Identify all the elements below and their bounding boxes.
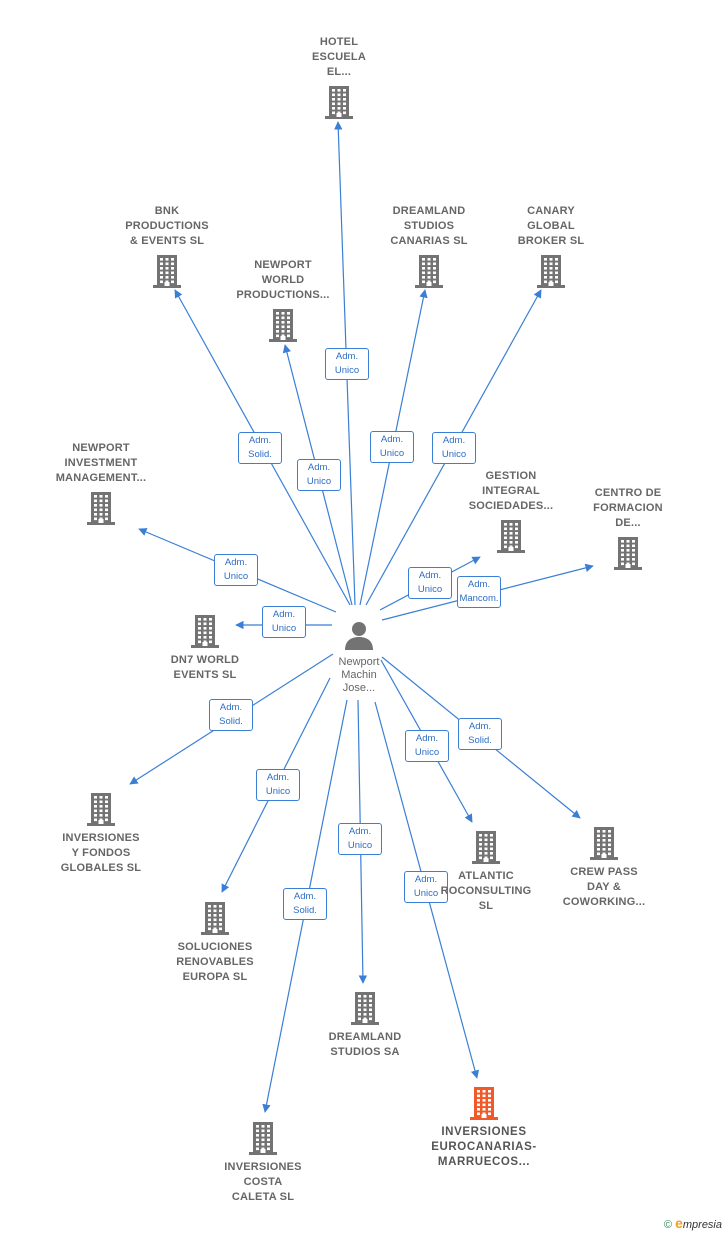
- role-badge-newport-investment[interactable]: Adm.Unico: [214, 554, 258, 586]
- building-icon: [249, 1122, 277, 1155]
- building-icon: [470, 1087, 498, 1120]
- company-node-atlantic-roconsulting[interactable]: [470, 829, 502, 865]
- role-badge-newport-world[interactable]: Adm.Unico: [297, 459, 341, 491]
- building-icon: [87, 793, 115, 826]
- company-node-dreamland-studios-canarias[interactable]: [413, 253, 445, 289]
- brand-logo-initial: e: [675, 1215, 683, 1231]
- building-icon: [472, 831, 500, 864]
- person-name[interactable]: Newport Machin Jose...: [338, 656, 380, 694]
- role-badge-inversiones-costa-caleta[interactable]: Adm.Solid.: [283, 888, 327, 920]
- building-icon: [351, 992, 379, 1025]
- building-icon: [415, 255, 443, 288]
- company-node-inversiones-eurocanarias[interactable]: [468, 1085, 500, 1121]
- role-badge-atlantic-roconsulting[interactable]: Adm.Unico: [405, 730, 449, 762]
- company-node-newport-world[interactable]: [267, 307, 299, 343]
- person-icon: [345, 622, 373, 650]
- building-icon: [590, 827, 618, 860]
- building-icon: [269, 309, 297, 342]
- building-icon: [191, 615, 219, 648]
- role-badge-inversiones-fondos[interactable]: Adm.Solid.: [209, 699, 253, 731]
- building-icon: [614, 537, 642, 570]
- building-icon: [497, 520, 525, 553]
- company-node-crew-pass[interactable]: [588, 825, 620, 861]
- company-node-bnk-productions[interactable]: [151, 253, 183, 289]
- copyright-symbol: ©: [663, 1219, 673, 1231]
- role-badge-inversiones-eurocanarias[interactable]: Adm.Unico: [404, 871, 448, 903]
- role-badge-centro-formacion[interactable]: Adm.Mancom.: [457, 576, 501, 608]
- building-icon: [87, 492, 115, 525]
- company-node-gestion-integral[interactable]: [495, 518, 527, 554]
- company-node-canary-global[interactable]: [535, 253, 567, 289]
- role-badge-dreamland-studios-canarias[interactable]: Adm.Unico: [370, 431, 414, 463]
- role-badge-soluciones-renovables[interactable]: Adm.Unico: [256, 769, 300, 801]
- role-badge-dn7-world[interactable]: Adm.Unico: [262, 606, 306, 638]
- role-badge-dreamland-studios-sa[interactable]: Adm.Unico: [338, 823, 382, 855]
- person-node[interactable]: [342, 618, 376, 652]
- company-node-newport-investment[interactable]: [85, 490, 117, 526]
- role-badge-hotel-escuela[interactable]: Adm.Unico: [325, 348, 369, 380]
- company-node-inversiones-costa-caleta[interactable]: [247, 1120, 279, 1156]
- company-node-inversiones-fondos[interactable]: [85, 791, 117, 827]
- company-node-dreamland-studios-sa[interactable]: [349, 990, 381, 1026]
- role-badge-gestion-integral[interactable]: Adm.Unico: [408, 567, 452, 599]
- building-icon: [537, 255, 565, 288]
- building-icon: [325, 86, 353, 119]
- role-badge-crew-pass[interactable]: Adm.Solid.: [458, 718, 502, 750]
- role-badge-bnk-productions[interactable]: Adm.Solid.: [238, 432, 282, 464]
- brand-logo-text: mpresia: [682, 1219, 722, 1231]
- role-badge-canary-global[interactable]: Adm.Unico: [432, 432, 476, 464]
- building-icon: [201, 902, 229, 935]
- building-icon: [153, 255, 181, 288]
- company-node-centro-formacion[interactable]: [612, 535, 644, 571]
- company-node-hotel-escuela[interactable]: [323, 84, 355, 120]
- copyright-footer: © empresia: [664, 1215, 722, 1231]
- company-node-soluciones-renovables[interactable]: [199, 900, 231, 936]
- company-node-dn7-world[interactable]: [189, 613, 221, 649]
